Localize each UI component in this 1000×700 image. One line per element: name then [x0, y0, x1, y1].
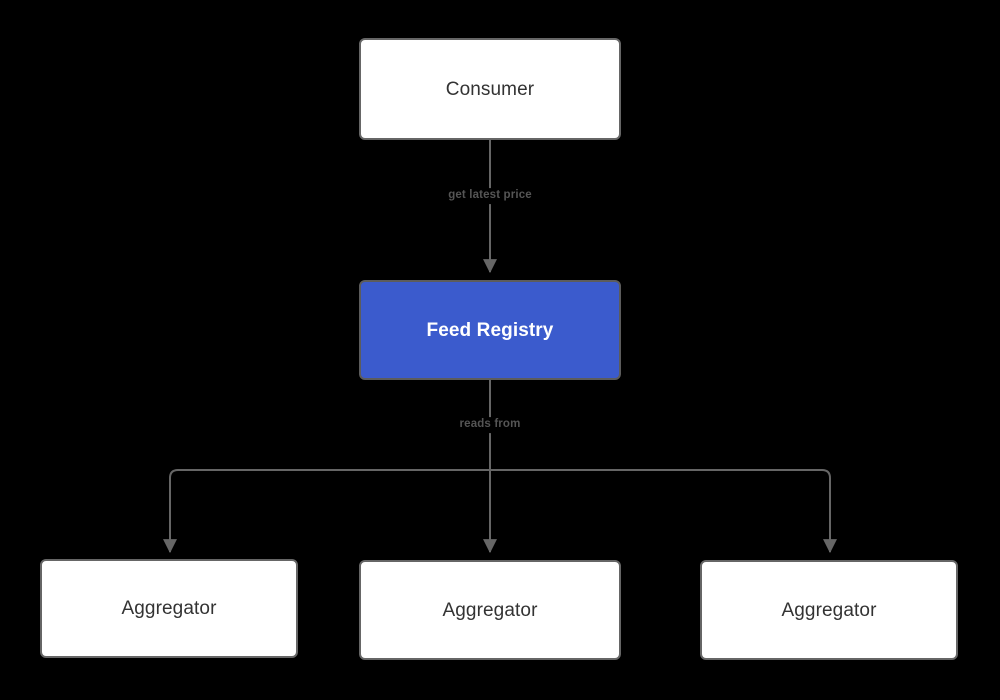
- node-feed-registry-label: Feed Registry: [426, 319, 554, 341]
- node-aggregator-1[interactable]: Aggregator: [40, 559, 298, 658]
- node-aggregator-3[interactable]: Aggregator: [700, 560, 958, 660]
- node-feed-registry[interactable]: Feed Registry: [359, 280, 621, 380]
- edge-distribution-bus: [169, 469, 831, 552]
- node-aggregator-2-label: Aggregator: [442, 599, 538, 621]
- node-consumer-label: Consumer: [445, 78, 535, 100]
- node-aggregator-1-label: Aggregator: [121, 598, 217, 619]
- edge-label-get-latest-price: get latest price: [444, 188, 536, 204]
- node-consumer[interactable]: Consumer: [359, 38, 621, 140]
- edge-label-reads-from: reads from: [455, 417, 525, 433]
- node-aggregator-2[interactable]: Aggregator: [359, 560, 621, 660]
- node-aggregator-3-label: Aggregator: [781, 599, 877, 621]
